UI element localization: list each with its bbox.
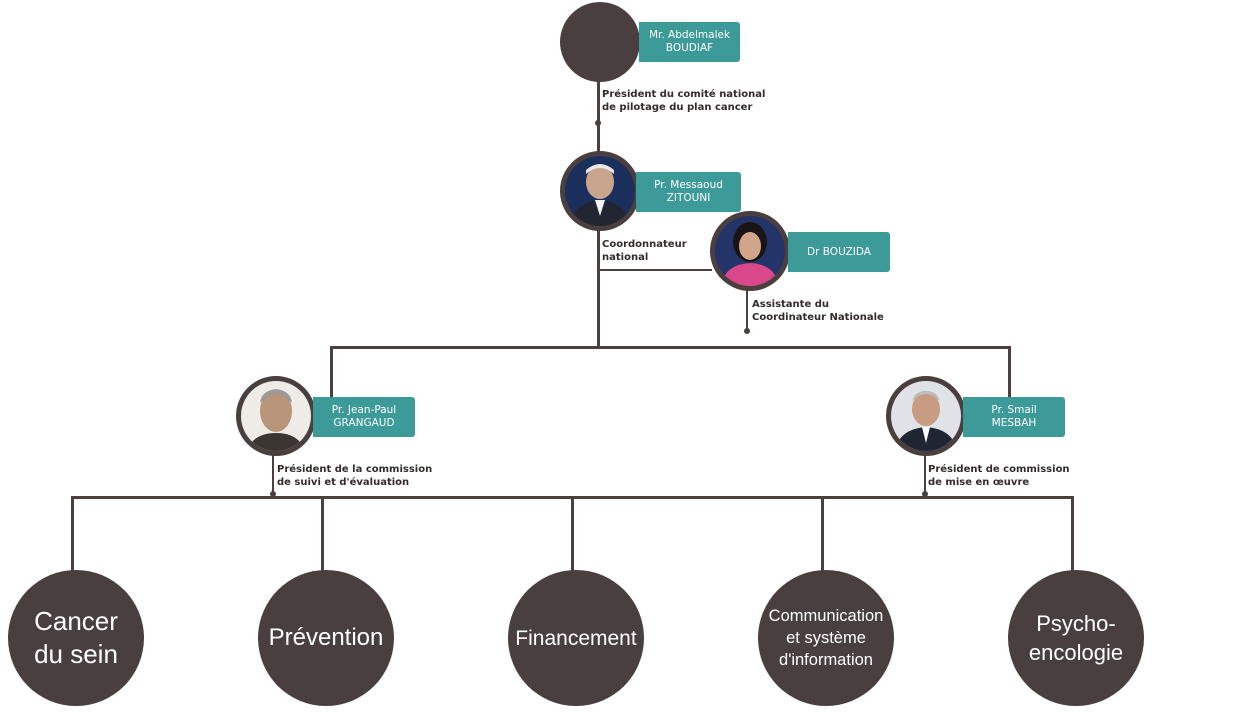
connector-dot xyxy=(595,120,601,126)
connector-commission-1 xyxy=(71,496,74,572)
mesbah-avatar xyxy=(886,376,966,456)
connector-dot xyxy=(270,491,276,497)
boudiaf-role: Président du comité national de pilotage… xyxy=(602,89,766,113)
commission-psycho-oncologie[interactable]: Psycho- encologie xyxy=(1008,570,1144,706)
grangaud-role: Président de la commission de suivi et d… xyxy=(277,464,433,488)
connector-level2-right-v xyxy=(1008,346,1011,398)
connector-commission-2 xyxy=(321,496,324,572)
connector-grangaud-v xyxy=(272,455,274,497)
grangaud-name-tag: Pr. Jean-Paul GRANGAUD xyxy=(313,397,415,437)
connector-assistant-v xyxy=(746,288,748,332)
connector-mesbah-v xyxy=(924,455,926,497)
connector-dot xyxy=(744,328,750,334)
zitouni-avatar xyxy=(560,151,640,231)
boudiaf-avatar xyxy=(560,2,640,82)
bouzida-name-tag: Dr BOUZIDA xyxy=(788,232,890,272)
bouzida-avatar xyxy=(710,211,790,291)
mesbah-role: Président de commission de mise en œuvre xyxy=(928,464,1070,488)
connector-commission-4 xyxy=(821,496,824,572)
connector-assistant-h xyxy=(597,269,712,271)
connector-level2-h xyxy=(330,346,1011,349)
zitouni-name-tag: Pr. Messaoud ZITOUNI xyxy=(636,172,741,212)
boudiaf-name-tag: Mr. Abdelmalek BOUDIAF xyxy=(639,22,740,62)
mesbah-name-tag: Pr. Smail MESBAH xyxy=(963,397,1065,437)
commission-cancer-du-sein[interactable]: Cancer du sein xyxy=(8,570,144,706)
commission-financement[interactable]: Financement xyxy=(508,570,644,706)
connector-dot xyxy=(922,491,928,497)
connector-level2-left-v xyxy=(330,346,333,398)
connector-commission-3 xyxy=(571,496,574,572)
grangaud-avatar xyxy=(236,376,316,456)
commission-prevention[interactable]: Prévention xyxy=(258,570,394,706)
zitouni-role: Coordonnateur national xyxy=(602,239,687,263)
commission-communication[interactable]: Communication et système d'information xyxy=(758,570,894,706)
bouzida-role: Assistante du Coordinateur Nationale xyxy=(752,299,884,323)
connector-commission-5 xyxy=(1071,496,1074,572)
